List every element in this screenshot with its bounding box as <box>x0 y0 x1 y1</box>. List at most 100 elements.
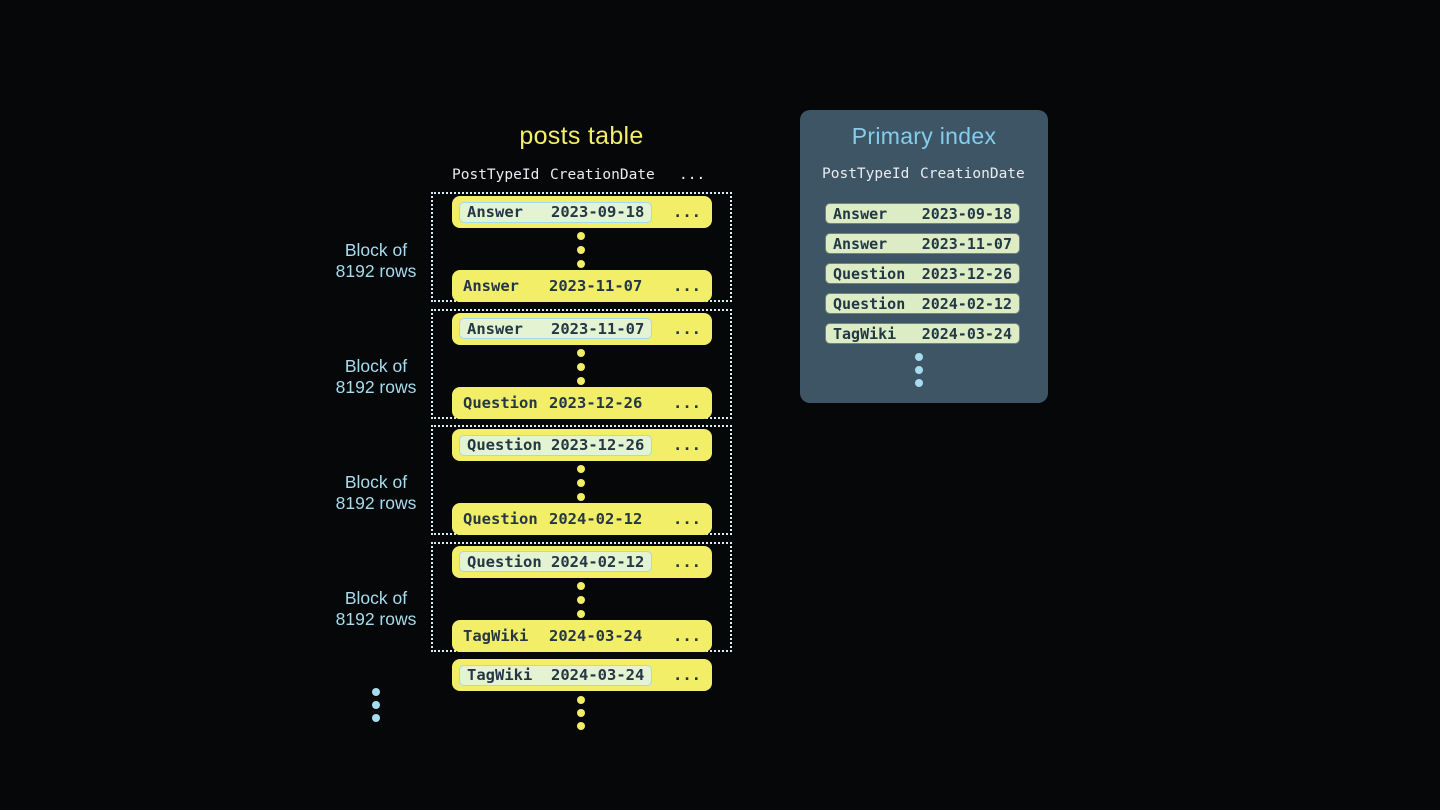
dot <box>915 379 923 387</box>
block-label-line2: 8192 rows <box>335 377 417 397</box>
dot <box>577 581 585 590</box>
cell-more: ... <box>673 277 701 295</box>
dot <box>577 260 585 268</box>
dot <box>577 479 585 487</box>
cell-posttypeid: Answer <box>833 234 888 253</box>
hidden-rows-dots <box>577 348 585 385</box>
cell-creationdate: 2023-11-07 <box>551 319 645 338</box>
dot <box>577 609 585 618</box>
cell-posttypeid: Question <box>463 510 538 528</box>
cell-more: ... <box>673 319 701 338</box>
index-entry-highlight: Answer 2023-11-07 <box>459 318 653 339</box>
cell-creationdate: 2023-09-18 <box>921 204 1012 223</box>
posts-table-title: posts table <box>519 122 644 150</box>
index-row: Question 2024-02-12 <box>825 293 1020 314</box>
dot <box>915 353 923 361</box>
index-row: TagWiki 2024-03-24 <box>825 323 1020 344</box>
dot <box>577 493 585 501</box>
cell-more: ... <box>673 203 701 221</box>
index-entry-highlight: Answer 2023-09-18 <box>459 201 653 223</box>
cell-posttypeid: Question <box>467 436 542 454</box>
table-row-block1-first: Answer 2023-09-18 ... <box>452 196 712 228</box>
dot <box>577 708 585 717</box>
more-index-entries-dots <box>915 353 923 387</box>
cell-creationdate: 2023-11-07 <box>549 277 643 295</box>
dot <box>577 246 585 254</box>
cell-more: ... <box>673 552 701 571</box>
index-row: Answer 2023-11-07 <box>825 233 1020 254</box>
cell-posttypeid: Answer <box>467 203 523 221</box>
cell-posttypeid: TagWiki <box>463 626 529 645</box>
column-header-creationdate: CreationDate <box>550 167 655 183</box>
block-label-line1: Block of <box>344 588 408 608</box>
dot <box>372 688 380 696</box>
column-header-more: ... <box>679 167 706 183</box>
cell-posttypeid: Answer <box>467 319 523 338</box>
table-row-block1-last: Answer 2023-11-07 ... <box>452 270 712 302</box>
index-entry-highlight: Question 2023-12-26 <box>459 434 653 456</box>
cell-posttypeid: Answer <box>833 204 888 223</box>
cell-creationdate: 2023-12-26 <box>921 264 1012 283</box>
index-row: Question 2023-12-26 <box>825 263 1020 284</box>
table-row-block2-last: Question 2023-12-26 ... <box>452 386 712 419</box>
block-4-label: Block of 8192 rows <box>311 588 441 630</box>
cell-posttypeid: Answer <box>463 277 519 295</box>
table-row-block3-last: Question 2024-02-12 ... <box>452 503 712 535</box>
more-rows-dots <box>577 695 585 730</box>
cell-posttypeid: Question <box>463 393 538 412</box>
primary-index-title: Primary index <box>851 123 997 149</box>
cell-more: ... <box>673 510 701 528</box>
cell-posttypeid: TagWiki <box>467 666 533 684</box>
hidden-rows-dots <box>577 232 585 268</box>
index-entry-highlight: Question 2024-02-12 <box>459 551 653 572</box>
cell-creationdate: 2023-11-07 <box>921 234 1012 253</box>
index-entry-highlight: TagWiki 2024-03-24 <box>459 664 653 686</box>
cell-posttypeid: Question <box>833 294 906 313</box>
cell-creationdate: 2024-02-12 <box>921 294 1012 313</box>
dot <box>577 595 585 604</box>
table-row-block3-first: Question 2023-12-26 ... <box>452 429 712 461</box>
table-row-block4-first: Question 2024-02-12 ... <box>452 545 712 578</box>
cell-more: ... <box>673 626 701 645</box>
index-row: Answer 2023-09-18 <box>825 203 1020 224</box>
block-3-label: Block of 8192 rows <box>311 472 441 514</box>
block-label-line2: 8192 rows <box>335 609 417 629</box>
hidden-rows-dots <box>577 581 585 618</box>
block-label-line1: Block of <box>344 240 408 260</box>
primary-index-column-headers: PostTypeId CreationDate <box>800 166 1048 186</box>
table-row-block2-first: Answer 2023-11-07 ... <box>452 312 712 345</box>
table-row-overflow: TagWiki 2024-03-24 ... <box>452 659 712 691</box>
block-2-label: Block of 8192 rows <box>311 356 441 398</box>
block-label-line2: 8192 rows <box>335 261 417 281</box>
cell-creationdate: 2024-03-24 <box>921 324 1012 343</box>
cell-creationdate: 2024-03-24 <box>549 626 643 645</box>
dot <box>372 714 380 722</box>
dot <box>915 366 923 374</box>
cell-creationdate: 2023-09-18 <box>551 203 645 221</box>
cell-creationdate: 2023-12-26 <box>551 436 645 454</box>
more-blocks-dots <box>372 688 380 722</box>
block-label-line1: Block of <box>344 472 408 492</box>
dot <box>577 695 585 704</box>
dot <box>577 348 585 357</box>
cell-posttypeid: Question <box>467 552 542 571</box>
block-label-line2: 8192 rows <box>335 493 417 513</box>
cell-creationdate: 2023-12-26 <box>549 393 643 412</box>
dot <box>577 362 585 371</box>
dot <box>577 465 585 473</box>
dot <box>577 721 585 730</box>
dot <box>372 701 380 709</box>
block-label-line1: Block of <box>344 356 408 376</box>
cell-creationdate: 2024-02-12 <box>549 510 643 528</box>
column-header-posttypeid: PostTypeId <box>452 167 540 183</box>
primary-index-panel: Primary index PostTypeId CreationDate An… <box>800 110 1048 403</box>
cell-more: ... <box>673 393 701 412</box>
cell-posttypeid: TagWiki <box>833 324 897 343</box>
column-header-creationdate: CreationDate <box>920 166 1025 182</box>
table-row-block4-last: TagWiki 2024-03-24 ... <box>452 619 712 652</box>
column-header-posttypeid: PostTypeId <box>822 166 910 182</box>
dot <box>577 232 585 240</box>
posts-table-column-headers: PostTypeId CreationDate ... <box>431 167 732 187</box>
cell-creationdate: 2024-03-24 <box>551 666 645 684</box>
